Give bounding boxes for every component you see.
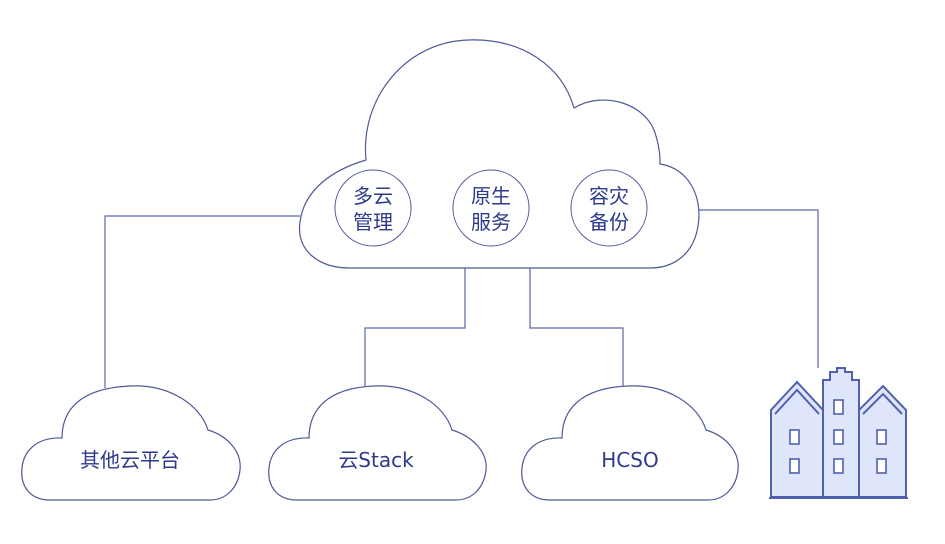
service-multi-cloud-management: 多云 管理 bbox=[334, 169, 412, 247]
service-label-line2: 备份 bbox=[589, 210, 629, 234]
cloud-other-platforms-outline bbox=[21, 385, 241, 501]
service-circle bbox=[570, 169, 648, 247]
service-label-line2: 管理 bbox=[353, 210, 393, 234]
cloud-hcso: HCSO bbox=[521, 385, 739, 501]
window bbox=[876, 429, 887, 445]
window bbox=[789, 429, 800, 445]
window bbox=[876, 458, 887, 474]
service-label-line1: 原生 bbox=[471, 184, 511, 208]
right-roof-inner bbox=[862, 392, 903, 415]
connector-lines bbox=[104, 209, 819, 388]
connector-to-hcso bbox=[529, 268, 624, 388]
service-label-line1: 多云 bbox=[353, 184, 393, 208]
window bbox=[789, 458, 800, 474]
window bbox=[833, 458, 844, 474]
service-native-services: 原生 服务 bbox=[452, 169, 530, 247]
main-cloud: 多云 管理 原生 服务 容灾 备份 bbox=[298, 39, 700, 269]
service-label-line1: 容灾 bbox=[589, 184, 629, 208]
cloud-stack-outline bbox=[268, 385, 487, 501]
building-icon bbox=[769, 367, 908, 499]
cloud-label: HCSO bbox=[601, 448, 658, 472]
service-circle bbox=[452, 169, 530, 247]
service-disaster-recovery-backup: 容灾 备份 bbox=[570, 169, 648, 247]
service-label-line2: 服务 bbox=[471, 210, 511, 234]
connector-to-building bbox=[697, 209, 819, 368]
window bbox=[833, 399, 844, 415]
cloud-hcso-outline bbox=[521, 385, 739, 501]
cloud-stack: 云Stack bbox=[268, 385, 487, 501]
left-roof-inner bbox=[774, 388, 820, 415]
service-circle bbox=[334, 169, 412, 247]
connector-to-other-cloud bbox=[104, 215, 300, 388]
window bbox=[833, 429, 844, 445]
cloud-other-platforms: 其他云平台 bbox=[21, 385, 241, 501]
connector-to-stack bbox=[364, 268, 466, 388]
cloud-label: 其他云平台 bbox=[80, 448, 180, 472]
cloud-label: 云Stack bbox=[338, 448, 414, 472]
